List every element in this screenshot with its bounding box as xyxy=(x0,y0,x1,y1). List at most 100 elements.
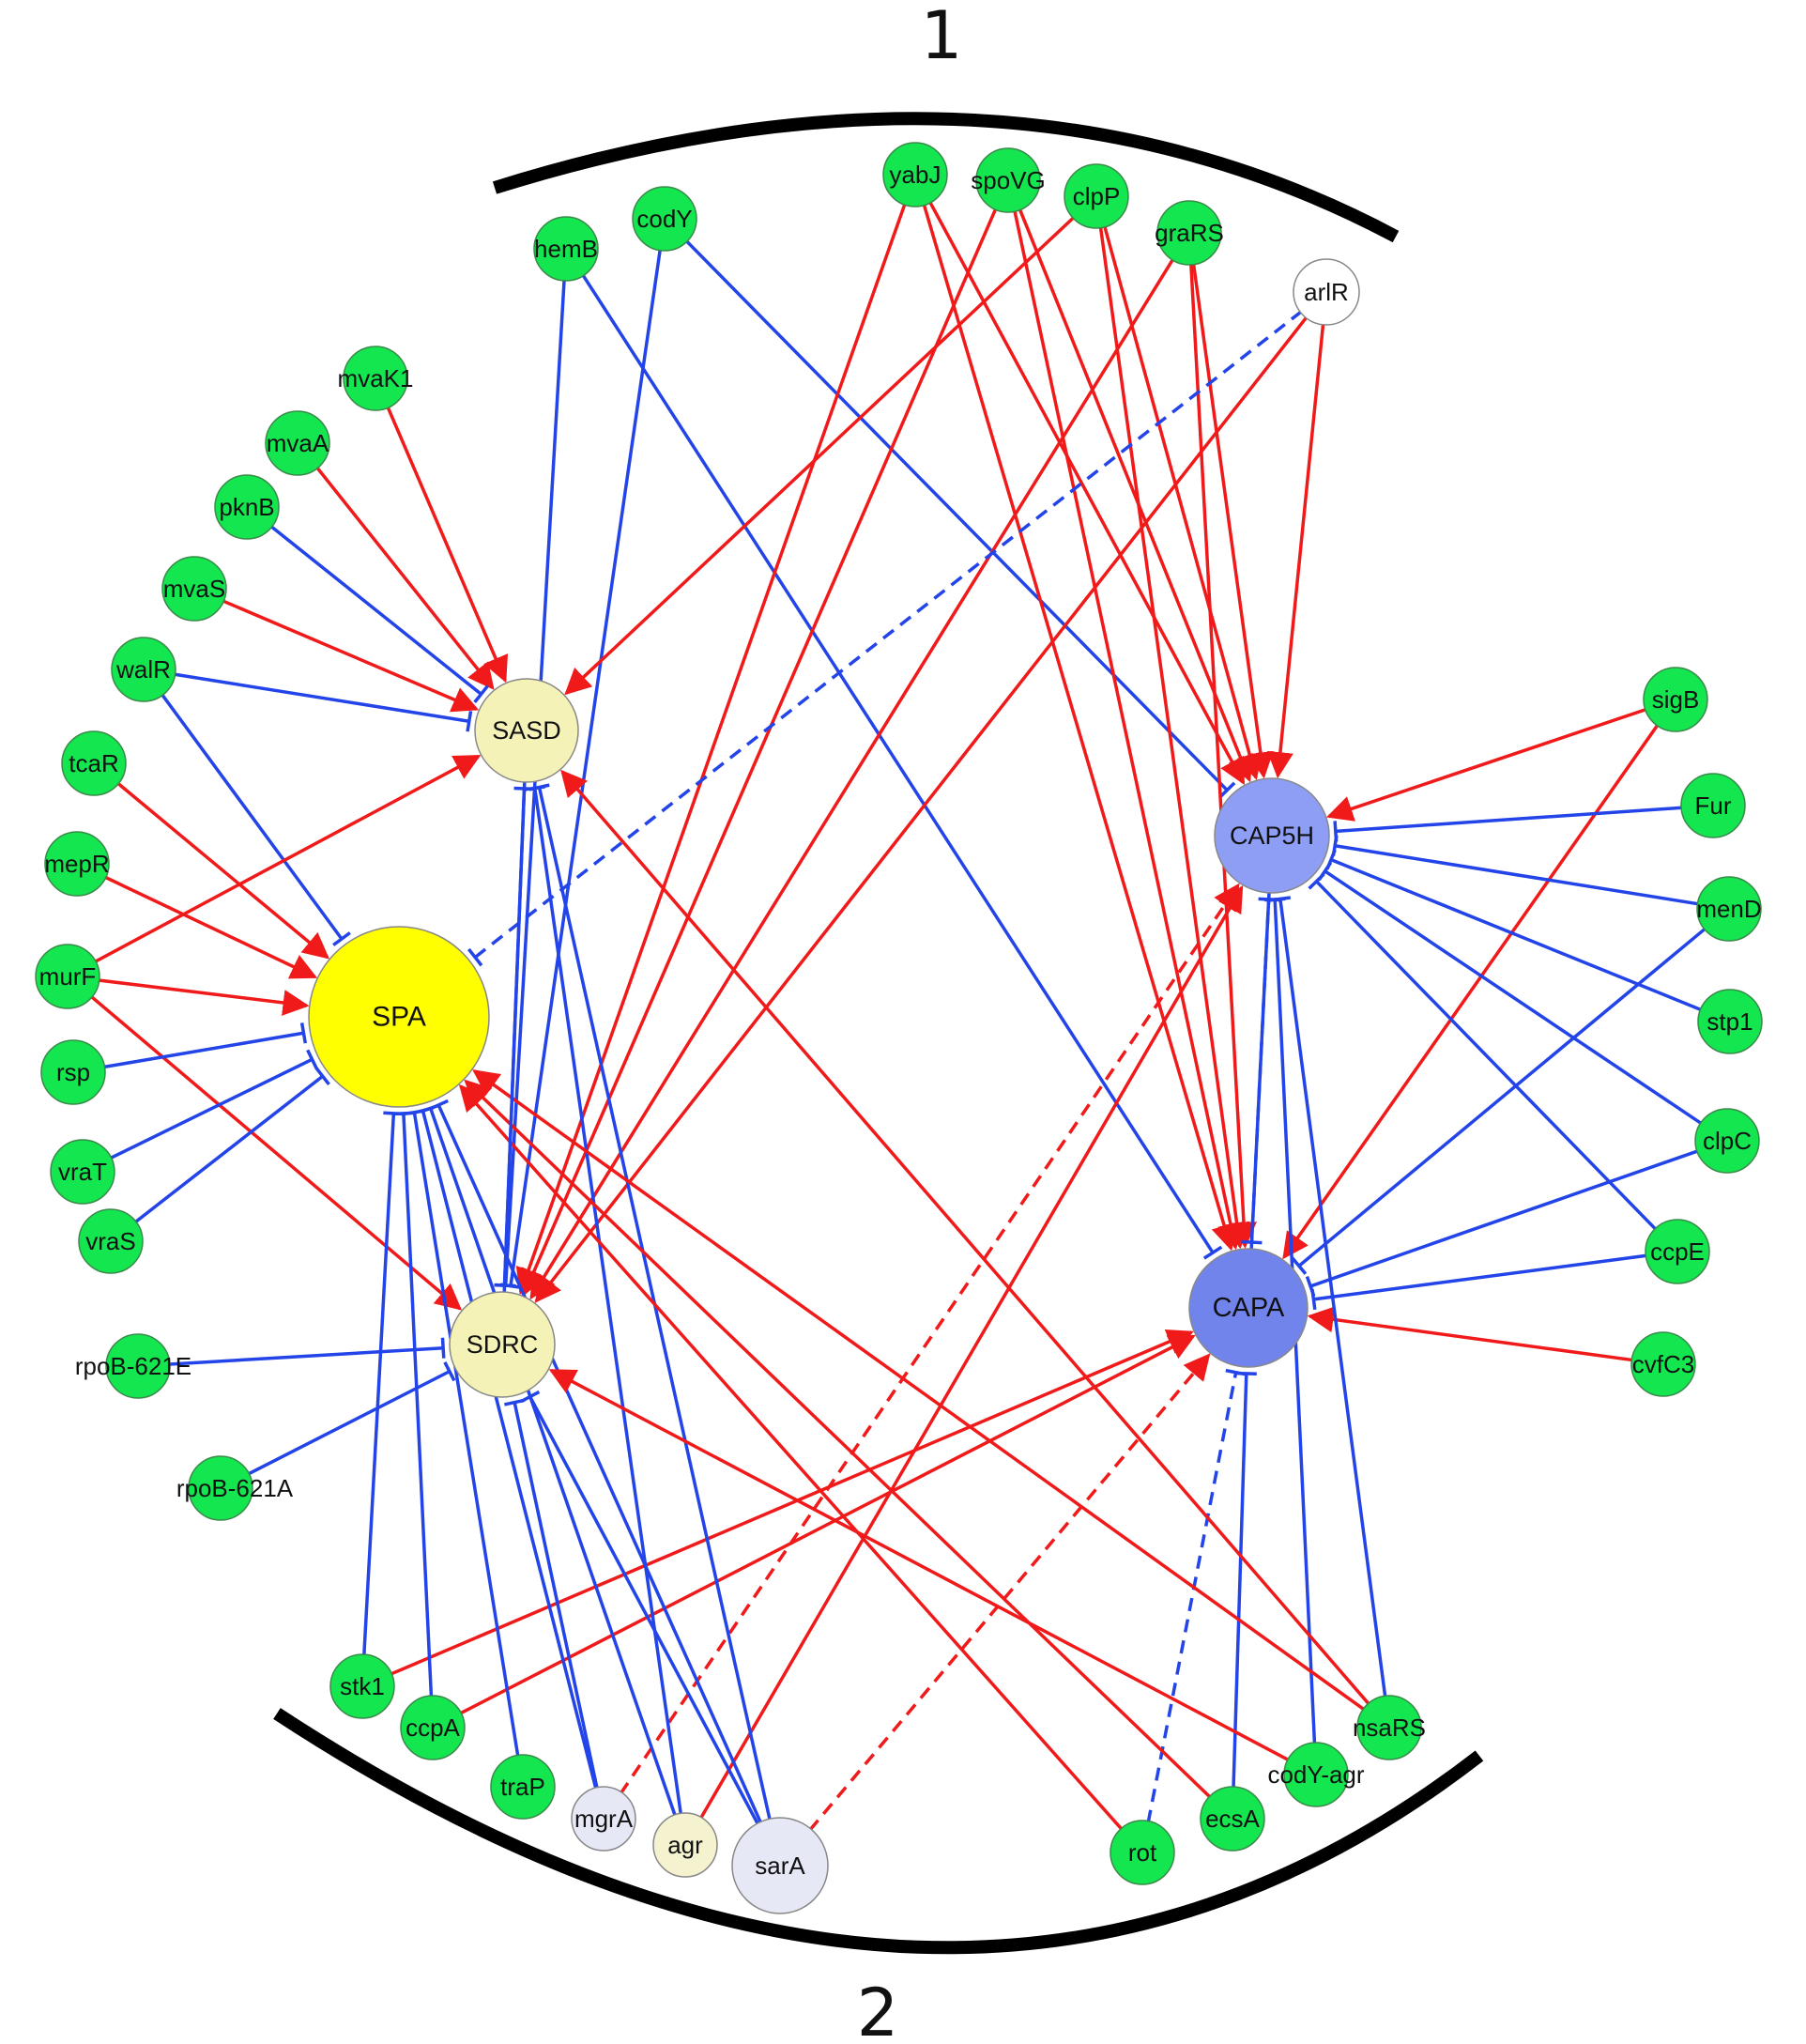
edge-spoVG-to-CAP5H xyxy=(1018,207,1253,783)
edge-sigB-to-CAPA xyxy=(1282,723,1661,1260)
node-label-clpP: clpP xyxy=(1073,182,1121,210)
edge-graRS-to-SDRC xyxy=(529,257,1175,1300)
edge-graRS-to-CAPA xyxy=(1189,262,1257,1249)
section-label-top: 1 xyxy=(921,0,963,74)
node-clpC: clpC xyxy=(1694,1108,1760,1174)
node-circle-SASD xyxy=(474,678,579,783)
node-circle-tcaR xyxy=(61,730,127,796)
node-circle-mvaS xyxy=(161,556,227,622)
edge-agr-to-SPA xyxy=(429,1107,678,1818)
node-label-mvaA: mvaA xyxy=(267,429,329,457)
edge-rot-to-CAPA xyxy=(1146,1372,1238,1823)
edge-layer xyxy=(89,200,1707,1832)
node-circle-murF xyxy=(35,944,100,1009)
edge-graRS-to-CAP5H xyxy=(1191,262,1274,779)
node-traP: traP xyxy=(490,1754,556,1820)
node-yabJ: yabJ xyxy=(882,142,948,207)
edge-ecsA-to-SPA xyxy=(464,1079,1213,1800)
edge-traP-to-SPA xyxy=(412,1112,520,1758)
node-label-mvaK1: mvaK1 xyxy=(338,364,414,392)
node-circle-pknB xyxy=(214,474,280,540)
node-circle-Fur xyxy=(1680,773,1746,838)
edge-agr-to-SASD xyxy=(533,788,683,1816)
node-sarA: sarA xyxy=(731,1817,829,1914)
node-walR: walR xyxy=(111,637,176,702)
edge-menD-to-CAP5H xyxy=(1334,844,1700,906)
node-label-rpoB621E: rpoB-621E xyxy=(75,1352,191,1380)
node-label-SASD: SASD xyxy=(492,716,561,745)
node-codYagr: codY-agr xyxy=(1267,1742,1365,1807)
node-SASD: SASD xyxy=(474,678,579,783)
node-circle-mvaK1 xyxy=(343,346,408,411)
node-label-rot: rot xyxy=(1128,1838,1157,1867)
node-circle-clpP xyxy=(1064,163,1129,229)
edge-sarA-to-SPA xyxy=(436,1104,763,1825)
node-stp1: stp1 xyxy=(1697,989,1763,1054)
node-pknB: pknB xyxy=(214,474,280,540)
edge-clpP-to-SASD xyxy=(564,215,1076,696)
node-circle-stp1 xyxy=(1697,989,1763,1054)
edge-arlR-to-SPA xyxy=(474,309,1304,959)
inhibition-bar-ecsA-to-CAPA xyxy=(1235,1371,1257,1376)
node-Fur: Fur xyxy=(1680,773,1746,838)
edge-ccpE-to-CAP5H xyxy=(1315,880,1658,1232)
inhibition-bar-menD-to-CAPA xyxy=(1291,1256,1308,1275)
node-menD: menD xyxy=(1696,876,1762,942)
edge-clpP-to-CAPA xyxy=(1098,225,1250,1250)
edge-mgrA-to-SPA xyxy=(421,1110,598,1790)
node-label-ccpE: ccpE xyxy=(1650,1237,1705,1266)
node-label-CAPA: CAPA xyxy=(1213,1293,1285,1323)
node-arlR: arlR xyxy=(1293,258,1360,326)
edge-yabJ-to-SDRC xyxy=(515,202,907,1296)
node-circle-ecsA xyxy=(1200,1786,1265,1852)
node-clpP: clpP xyxy=(1064,163,1129,229)
node-ccpE: ccpE xyxy=(1645,1219,1710,1284)
edge-sarA-to-CAPA xyxy=(808,1353,1211,1832)
edge-nsaRS-to-CAP5H xyxy=(1278,899,1387,1698)
node-circle-traP xyxy=(490,1754,556,1820)
edge-menD-to-CAPA xyxy=(1297,927,1707,1268)
edge-murF-to-SASD xyxy=(93,754,482,964)
edge-walR-to-SASD xyxy=(173,672,470,723)
edge-walR-to-SPA xyxy=(160,692,344,941)
node-codY: codY xyxy=(632,186,697,252)
edge-rsp-to-SPA xyxy=(102,1031,304,1069)
edge-arlR-to-SDRC xyxy=(534,315,1309,1303)
edge-stk1-to-CAPA xyxy=(389,1329,1194,1677)
node-ecsA: ecsA xyxy=(1200,1786,1265,1852)
edge-CAPA-to-CAP5H xyxy=(1249,899,1271,1252)
node-label-vraT: vraT xyxy=(58,1158,107,1186)
node-circle-sarA xyxy=(731,1817,829,1914)
node-label-nsaRS: nsaRS xyxy=(1353,1714,1426,1742)
node-label-menD: menD xyxy=(1696,895,1761,923)
node-label-tcaR: tcaR xyxy=(69,749,118,777)
inhibition-bar-vraT-to-SPA xyxy=(306,1049,318,1069)
edge-stp1-to-CAP5H xyxy=(1330,857,1704,1012)
node-circle-stk1 xyxy=(329,1653,395,1719)
edge-ccpE-to-CAPA xyxy=(1313,1253,1648,1301)
inhibition-bar-rpoB621A-to-SDRC xyxy=(443,1361,456,1382)
node-circle-graRS xyxy=(1156,200,1222,266)
inhibition-bar-walR-to-SASD xyxy=(466,711,473,732)
node-circle-menD xyxy=(1696,876,1762,942)
inhibition-bar-codY-to-CAP5H xyxy=(1218,781,1236,799)
edge-mvaK1-to-SASD xyxy=(386,405,509,684)
edge-ecsA-to-CAPA xyxy=(1232,1373,1248,1790)
edge-clpP-to-CAP5H xyxy=(1102,224,1263,780)
edge-clpC-to-CAPA xyxy=(1309,1148,1700,1288)
edge-nsaRS-to-SASD xyxy=(560,769,1371,1706)
node-nsaRS: nsaRS xyxy=(1353,1695,1426,1760)
node-circle-SDRC xyxy=(449,1291,556,1398)
node-rot: rot xyxy=(1110,1820,1175,1885)
node-sigB: sigB xyxy=(1643,667,1708,732)
inhibition-bar-sarA-to-SPA xyxy=(428,1099,449,1112)
edge-vraS-to-SPA xyxy=(133,1074,324,1224)
node-label-walR: walR xyxy=(115,655,171,684)
node-circle-rpoB621A xyxy=(188,1455,253,1521)
edge-murF-to-SDRC xyxy=(89,994,463,1311)
node-mvaK1: mvaK1 xyxy=(338,346,414,411)
node-circle-mgrA xyxy=(571,1786,636,1852)
node-label-mepR: mepR xyxy=(44,850,109,878)
edge-mepR-to-SPA xyxy=(103,875,318,979)
edge-yabJ-to-CAP5H xyxy=(927,200,1246,786)
